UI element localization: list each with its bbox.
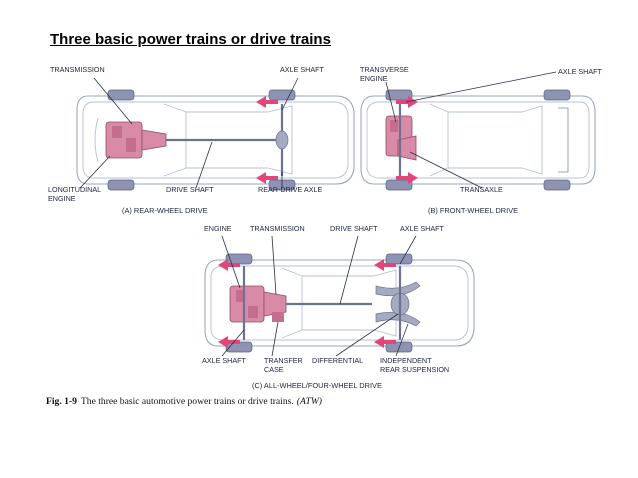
transmission-a: [141, 129, 167, 151]
drive-arrow: [218, 336, 240, 348]
front-wheel-drive-car: [360, 89, 596, 191]
drive-arrow: [374, 336, 396, 348]
label-case: CASE: [264, 365, 284, 374]
drive-arrow: [218, 259, 240, 271]
label-independent: INDEPENDENT: [380, 356, 432, 365]
label-engine-c: ENGINE: [204, 224, 232, 233]
label-transmission-c: TRANSMISSION: [250, 224, 305, 233]
caption-a: (A) REAR-WHEEL DRIVE: [122, 206, 208, 215]
drive-train-figure: TRANSMISSION AXLE SHAFT LONGITUDINAL ENG…: [36, 60, 611, 410]
drive-arrow: [396, 172, 418, 184]
figure-credit: (ATW): [297, 396, 322, 407]
figure-image: TRANSMISSION AXLE SHAFT LONGITUDINAL ENG…: [46, 65, 603, 407]
drive-arrow: [374, 259, 396, 271]
label-rear-suspension: REAR SUSPENSION: [380, 365, 449, 374]
label-rear-drive-axle: REAR-DRIVE AXLE: [258, 185, 323, 194]
leader-lines-a: [79, 77, 299, 189]
transfer-case: [272, 312, 284, 322]
tire: [107, 179, 135, 191]
figure-number: Fig. 1-9: [46, 396, 77, 407]
engine-c: [229, 285, 265, 323]
figure-caption: Fig. 1-9 The three basic automotive power…: [46, 396, 322, 407]
label-engine-a: ENGINE: [48, 194, 76, 203]
tire: [385, 253, 413, 265]
figure-caption-text: The three basic automotive power trains …: [81, 396, 294, 407]
caption-c: (C) ALL-WHEEL/FOUR-WHEEL DRIVE: [252, 381, 382, 390]
label-transverse: TRANSVERSE: [360, 65, 409, 74]
transmission-c: [263, 291, 287, 317]
label-drive-shaft-c: DRIVE SHAFT: [330, 224, 378, 233]
tire: [543, 89, 571, 101]
drive-arrow: [256, 172, 278, 184]
differential-a: [275, 130, 289, 150]
label-axle-shaft-c-top: AXLE SHAFT: [400, 224, 445, 233]
transaxle: [397, 135, 417, 161]
label-transmission-a: TRANSMISSION: [50, 65, 105, 74]
leader-lines-c: [221, 235, 417, 357]
label-transfer: TRANSFER: [264, 356, 303, 365]
label-axle-shaft-c-bottom: AXLE SHAFT: [202, 356, 247, 365]
drive-arrow: [256, 96, 278, 108]
label-axle-shaft-a: AXLE SHAFT: [280, 65, 325, 74]
leader-lines-b: [385, 71, 557, 189]
label-transaxle: TRANSAXLE: [460, 185, 503, 194]
rear-wheel-drive-car: [76, 89, 355, 191]
tire: [543, 179, 571, 191]
tire: [107, 89, 135, 101]
label-longitudinal: LONGITUDINAL: [48, 185, 101, 194]
all-wheel-drive-car: [204, 253, 475, 353]
caption-b: (B) FRONT-WHEEL DRIVE: [428, 206, 518, 215]
longitudinal-engine: [105, 121, 143, 159]
label-engine-b: ENGINE: [360, 74, 388, 83]
label-differential: DIFFERENTIAL: [312, 356, 363, 365]
slide-title: Three basic power trains or drive trains: [50, 31, 331, 48]
label-axle-shaft-b: AXLE SHAFT: [558, 67, 603, 76]
label-drive-shaft-a: DRIVE SHAFT: [166, 185, 214, 194]
